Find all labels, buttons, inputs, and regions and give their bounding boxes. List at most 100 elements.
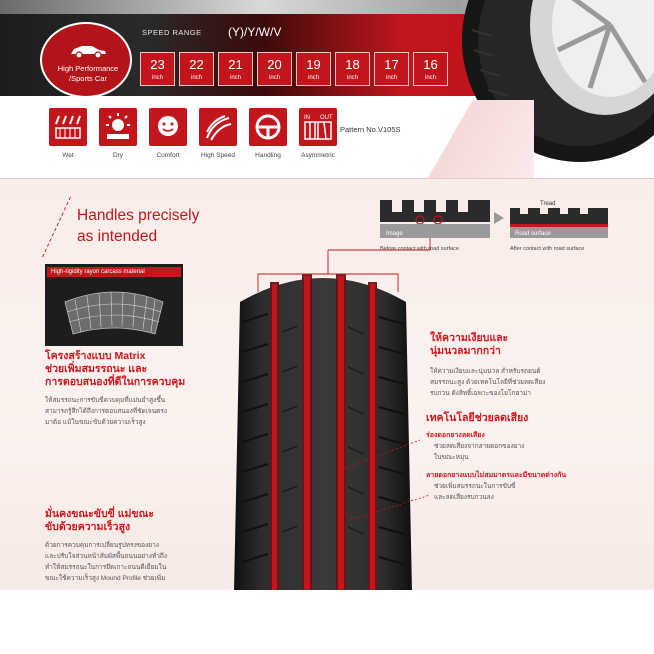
- matrix-title-1: โครงสร้างแบบ Matrix: [45, 350, 146, 362]
- after-caption: After contact with road surface: [510, 246, 585, 252]
- comfort-title-2: นุ่มนวลมากกว่า: [430, 345, 501, 357]
- carcass-image: High-rigidity rayon carcass material: [45, 264, 183, 346]
- comfort-icon: [158, 116, 178, 136]
- stability-body-3: ทำให้สมรรถนะในการยึดเกาะถนนดีเยี่ยมใน: [45, 564, 167, 571]
- page-footer-space: [0, 590, 654, 654]
- tread-diagram: Image Tread Road surface Before contact …: [380, 194, 608, 264]
- feature-icons: Wet Dry: [45, 108, 341, 159]
- headline-line-1: Handles precisely: [77, 207, 200, 224]
- matrix-title-2: ช่วยเพิ่มสมรรถนะ และ: [45, 363, 148, 375]
- noise-title: เทคโนโลยีช่วยลดเสียง: [426, 412, 529, 424]
- stability-body-1: ด้วยการควบคุมการเปลี่ยนรูปทรงของยาง: [45, 542, 159, 549]
- headline-line-2: as intended: [77, 228, 158, 245]
- wet-icon: [55, 115, 81, 139]
- stability-title-1: มั่นคงขณะขับขี่ แม่ขณะ: [45, 508, 154, 520]
- feature-comfort: Comfort: [145, 108, 191, 159]
- feature-dry: Dry: [95, 108, 141, 159]
- comfort-body-2: สมรรถนะสูง ด้วยเทคโนโลยีที่ช่วยลดเสียง: [430, 379, 546, 386]
- comfort-body-3: รบกวน ดังสิทธิ์เฉพาะของโยโกฮาม่า: [430, 390, 531, 397]
- matrix-body-2: สามารถรู้สึกได้ถึงการตอบสนองที่ชัดเจนตรง: [45, 408, 168, 415]
- size-number: 22: [189, 57, 204, 72]
- tread-diagram-graphic: Image Tread Road surface: [380, 200, 608, 238]
- size-number: 20: [267, 57, 282, 72]
- feature-wet: Wet: [45, 108, 91, 159]
- carcass-label: High-rigidity rayon carcass material: [47, 267, 181, 277]
- carcass-mesh-icon: [64, 291, 164, 335]
- feature-label: High Speed: [201, 152, 235, 159]
- noise-sub1-body-1: ช่วยลดเสียงจากลายดอกของยาง: [434, 443, 525, 450]
- feature-label: Wet: [62, 152, 74, 159]
- comfort-title-1: ให้ความเงียบและ: [430, 332, 509, 344]
- size-box-18: 18 inch: [335, 52, 370, 86]
- asymmetric-icon: IN OUT: [304, 115, 333, 140]
- noise-sub1-body-2: ในขณะหมุน: [434, 454, 469, 461]
- stability-body-4: ขณะใช้ความเร็วสูง Mound Profile ช่วยเพิ่…: [45, 575, 166, 582]
- feature-asymmetric: IN OUT Asymmetric: [295, 108, 341, 159]
- size-number: 19: [306, 57, 321, 72]
- spec-banner: High Performance /Sports Car SPEED RANGE…: [0, 0, 654, 178]
- feature-label: Dry: [112, 152, 124, 159]
- category-badge: High Performance /Sports Car: [40, 22, 132, 98]
- size-number: 16: [423, 57, 438, 72]
- speed-range-value: (Y)/Y/W/V: [228, 25, 282, 39]
- section-divider: [0, 178, 654, 179]
- matrix-body-1: ให้สมรรถนะการขับขี่ควบคุมที่แม่นยำสูงขึ้…: [45, 397, 166, 404]
- matrix-block: โครงสร้างแบบ Matrix ช่วยเพิ่มสมรรถนะ และ…: [45, 350, 235, 428]
- feature-label: Comfort: [156, 152, 180, 159]
- size-box-23: 23 inch: [140, 52, 175, 86]
- feature-label: Handling: [255, 152, 281, 159]
- speed-range-label: SPEED RANGE: [142, 28, 202, 37]
- size-unit: inch: [229, 75, 241, 81]
- image-label: Image: [386, 231, 403, 237]
- size-list: 23 inch 22 inch 21 inch 20 inch 19 inch 18 inch 17 in…: [140, 52, 448, 86]
- size-number: 17: [384, 57, 399, 72]
- category-label: High Performance /Sports Car: [57, 64, 119, 83]
- noise-sub2-body-1: ช่วยเพิ่มสมรรถนะในการขับขี่: [434, 483, 516, 490]
- size-box-22: 22 inch: [179, 52, 214, 86]
- comfort-block: ให้ความเงียบและ นุ่มนวลมากกว่า ให้ความเง…: [430, 332, 630, 399]
- size-unit: inch: [151, 75, 163, 81]
- asym-out-label: OUT: [320, 115, 333, 121]
- sports-car-icon: [71, 46, 106, 59]
- dry-icon: [106, 113, 130, 139]
- stability-body-2: และปรับใจส่วนหน้าสัมผัสพื้นถนนอย่างทั่วถ…: [45, 553, 167, 560]
- size-unit: inch: [424, 75, 436, 81]
- decorative-shard: [384, 100, 534, 178]
- size-box-17: 17 inch: [374, 52, 409, 86]
- stability-title-2: ขับด้วยความเร็วสูง: [45, 521, 131, 533]
- feature-label: Asymmetric: [301, 152, 335, 159]
- before-caption: Before contact with road surface: [380, 246, 459, 252]
- noise-sub2-title: ลายดอกยางแบบไม่สมมาตรและมีขนาดต่างกัน: [426, 472, 567, 479]
- size-box-20: 20 inch: [257, 52, 292, 86]
- size-unit: inch: [346, 75, 358, 81]
- comfort-body-1: ให้ความเงียบและนุ่มนวล สำหรับรถยนต์: [430, 368, 541, 375]
- size-unit: inch: [385, 75, 397, 81]
- size-number: 21: [228, 57, 243, 72]
- noise-sub1-title: ร่องดอกยางลดเสียง: [426, 432, 485, 439]
- pattern-number: Pattern No.V105S: [340, 125, 401, 134]
- high-speed-icon: [206, 115, 232, 141]
- tire-tread-image: [234, 274, 412, 592]
- headline: Handles precisely as intended: [77, 205, 199, 247]
- noise-block: เทคโนโลยีช่วยลดเสียง ร่องดอกยางลดเสียง ช…: [426, 412, 648, 503]
- feature-handling: Handling: [245, 108, 291, 159]
- size-unit: inch: [307, 75, 319, 81]
- size-box-16: 16 inch: [413, 52, 448, 86]
- road-label: Road surface: [515, 231, 551, 237]
- size-unit: inch: [268, 75, 280, 81]
- matrix-title-3: การตอบสนองที่ดีในการควบคุม: [45, 376, 186, 388]
- size-box-21: 21 inch: [218, 52, 253, 86]
- size-unit: inch: [190, 75, 202, 81]
- feature-high-speed: High Speed: [195, 108, 241, 159]
- stability-block: มั่นคงขณะขับขี่ แม่ขณะ ขับด้วยความเร็วสู…: [45, 508, 215, 584]
- handling-icon: [255, 114, 281, 140]
- noise-sub2-body-2: และลดเสียงรบกวนลง: [434, 494, 494, 501]
- asym-in-label: IN: [304, 115, 310, 121]
- size-box-19: 19 inch: [296, 52, 331, 86]
- matrix-body-3: มาต้อ แม้ในขณะขับด้วยความเร็วสูง: [45, 419, 146, 426]
- size-number: 18: [345, 57, 360, 72]
- tread-label: Tread: [540, 201, 555, 207]
- size-number: 23: [150, 57, 165, 72]
